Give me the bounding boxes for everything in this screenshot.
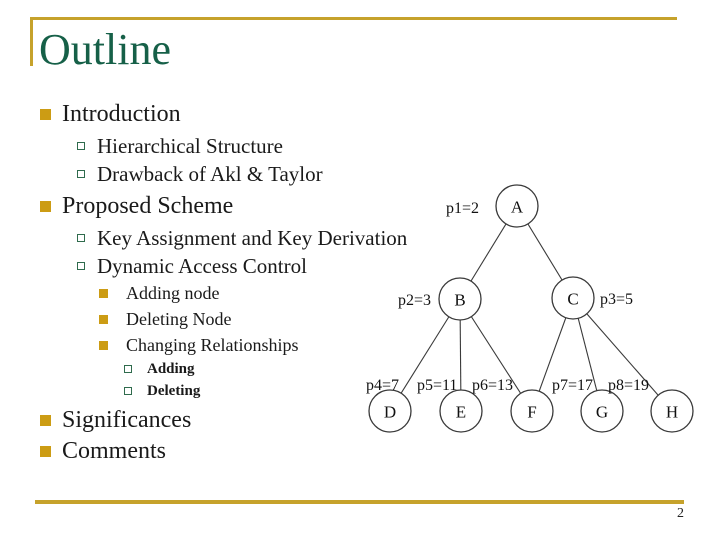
outline-item: Hierarchical Structure bbox=[0, 132, 460, 160]
hollow-square-bullet-icon bbox=[77, 262, 85, 270]
prime-label-G: p7=17 bbox=[552, 377, 593, 394]
top-accent-line bbox=[30, 17, 677, 20]
outline-item-label: Introduction bbox=[62, 101, 181, 127]
tree-node-letter-F: F bbox=[527, 403, 536, 422]
outline-item-label: Hierarchical Structure bbox=[97, 134, 283, 158]
filled-square-bullet-icon bbox=[99, 315, 108, 324]
outline-item: Adding bbox=[0, 358, 460, 380]
outline-item: Dynamic Access Control bbox=[0, 252, 460, 280]
tree-node-letter-D: D bbox=[384, 403, 396, 422]
tree-node-letter-C: C bbox=[567, 290, 578, 309]
bottom-accent-line bbox=[35, 500, 684, 504]
hollow-square-bullet-icon bbox=[77, 142, 85, 150]
tree-node-F bbox=[510, 389, 554, 433]
filled-square-bullet-icon bbox=[40, 109, 51, 120]
hollow-square-bullet-icon bbox=[77, 170, 85, 178]
tree-node-A bbox=[495, 184, 539, 228]
hollow-square-bullet-icon bbox=[124, 365, 132, 373]
outline-item: Deleting bbox=[0, 380, 460, 402]
outline-item: Changing Relationships bbox=[0, 332, 460, 358]
outline-item: Adding node bbox=[0, 280, 460, 306]
outline-item-label: Deleting Node bbox=[126, 309, 232, 329]
tree-node-C bbox=[551, 276, 595, 320]
outline-item: Key Assignment and Key Derivation bbox=[0, 224, 460, 252]
prime-label-A: p1=2 bbox=[446, 200, 479, 217]
tree-edge-B-D bbox=[389, 298, 461, 412]
tree-node-E bbox=[439, 389, 483, 433]
filled-square-bullet-icon bbox=[40, 415, 51, 426]
outline-item: Significances bbox=[0, 407, 460, 433]
outline-item-label: Changing Relationships bbox=[126, 335, 299, 355]
hollow-square-bullet-icon bbox=[77, 234, 85, 242]
outline-item-label: Adding node bbox=[126, 283, 220, 303]
tree-edge-B-F bbox=[459, 298, 533, 412]
tree-node-letter-E: E bbox=[456, 403, 466, 422]
tree-node-letter-B: B bbox=[454, 291, 465, 310]
filled-square-bullet-icon bbox=[40, 201, 51, 212]
title-accent-bar bbox=[30, 17, 33, 66]
tree-edge-C-H bbox=[572, 297, 673, 412]
outline-item-label: Drawback of Akl & Taylor bbox=[97, 162, 323, 186]
outline-item: Deleting Node bbox=[0, 306, 460, 332]
tree-node-letter-H: H bbox=[666, 403, 678, 422]
tree-node-D bbox=[368, 389, 412, 433]
outline-item: Introduction bbox=[0, 101, 460, 127]
filled-square-bullet-icon bbox=[40, 446, 51, 457]
prime-label-C: p3=5 bbox=[600, 291, 633, 308]
prime-label-F: p6=13 bbox=[472, 377, 513, 394]
hollow-square-bullet-icon bbox=[124, 387, 132, 395]
outline-item-label: Comments bbox=[62, 438, 167, 464]
prime-label-D: p4=7 bbox=[366, 377, 399, 394]
outline-item: Proposed Scheme bbox=[0, 193, 460, 219]
outline-item-label: Key Assignment and Key Derivation bbox=[97, 226, 408, 250]
filled-square-bullet-icon bbox=[99, 341, 108, 350]
outline-item-label: Significances bbox=[62, 407, 192, 433]
filled-square-bullet-icon bbox=[99, 289, 108, 298]
outline-item: Comments bbox=[0, 438, 460, 464]
tree-node-letter-G: G bbox=[596, 403, 608, 422]
page-number: 2 bbox=[677, 506, 684, 521]
prime-label-B: p2=3 bbox=[398, 292, 431, 309]
outline-item-label: Adding bbox=[147, 361, 195, 377]
tree-node-B bbox=[438, 277, 482, 321]
tree-node-letter-A: A bbox=[511, 198, 524, 217]
tree-node-G bbox=[580, 389, 624, 433]
slide-title: Outline bbox=[39, 25, 171, 74]
outline-item-label: Proposed Scheme bbox=[62, 193, 234, 219]
prime-label-H: p8=19 bbox=[608, 377, 649, 394]
outline-item: Drawback of Akl & Taylor bbox=[0, 160, 460, 188]
tree-node-H bbox=[650, 389, 694, 433]
prime-label-E: p5=11 bbox=[417, 377, 457, 394]
outline-item-label: Dynamic Access Control bbox=[97, 254, 307, 278]
outline-item-label: Deleting bbox=[147, 383, 201, 399]
